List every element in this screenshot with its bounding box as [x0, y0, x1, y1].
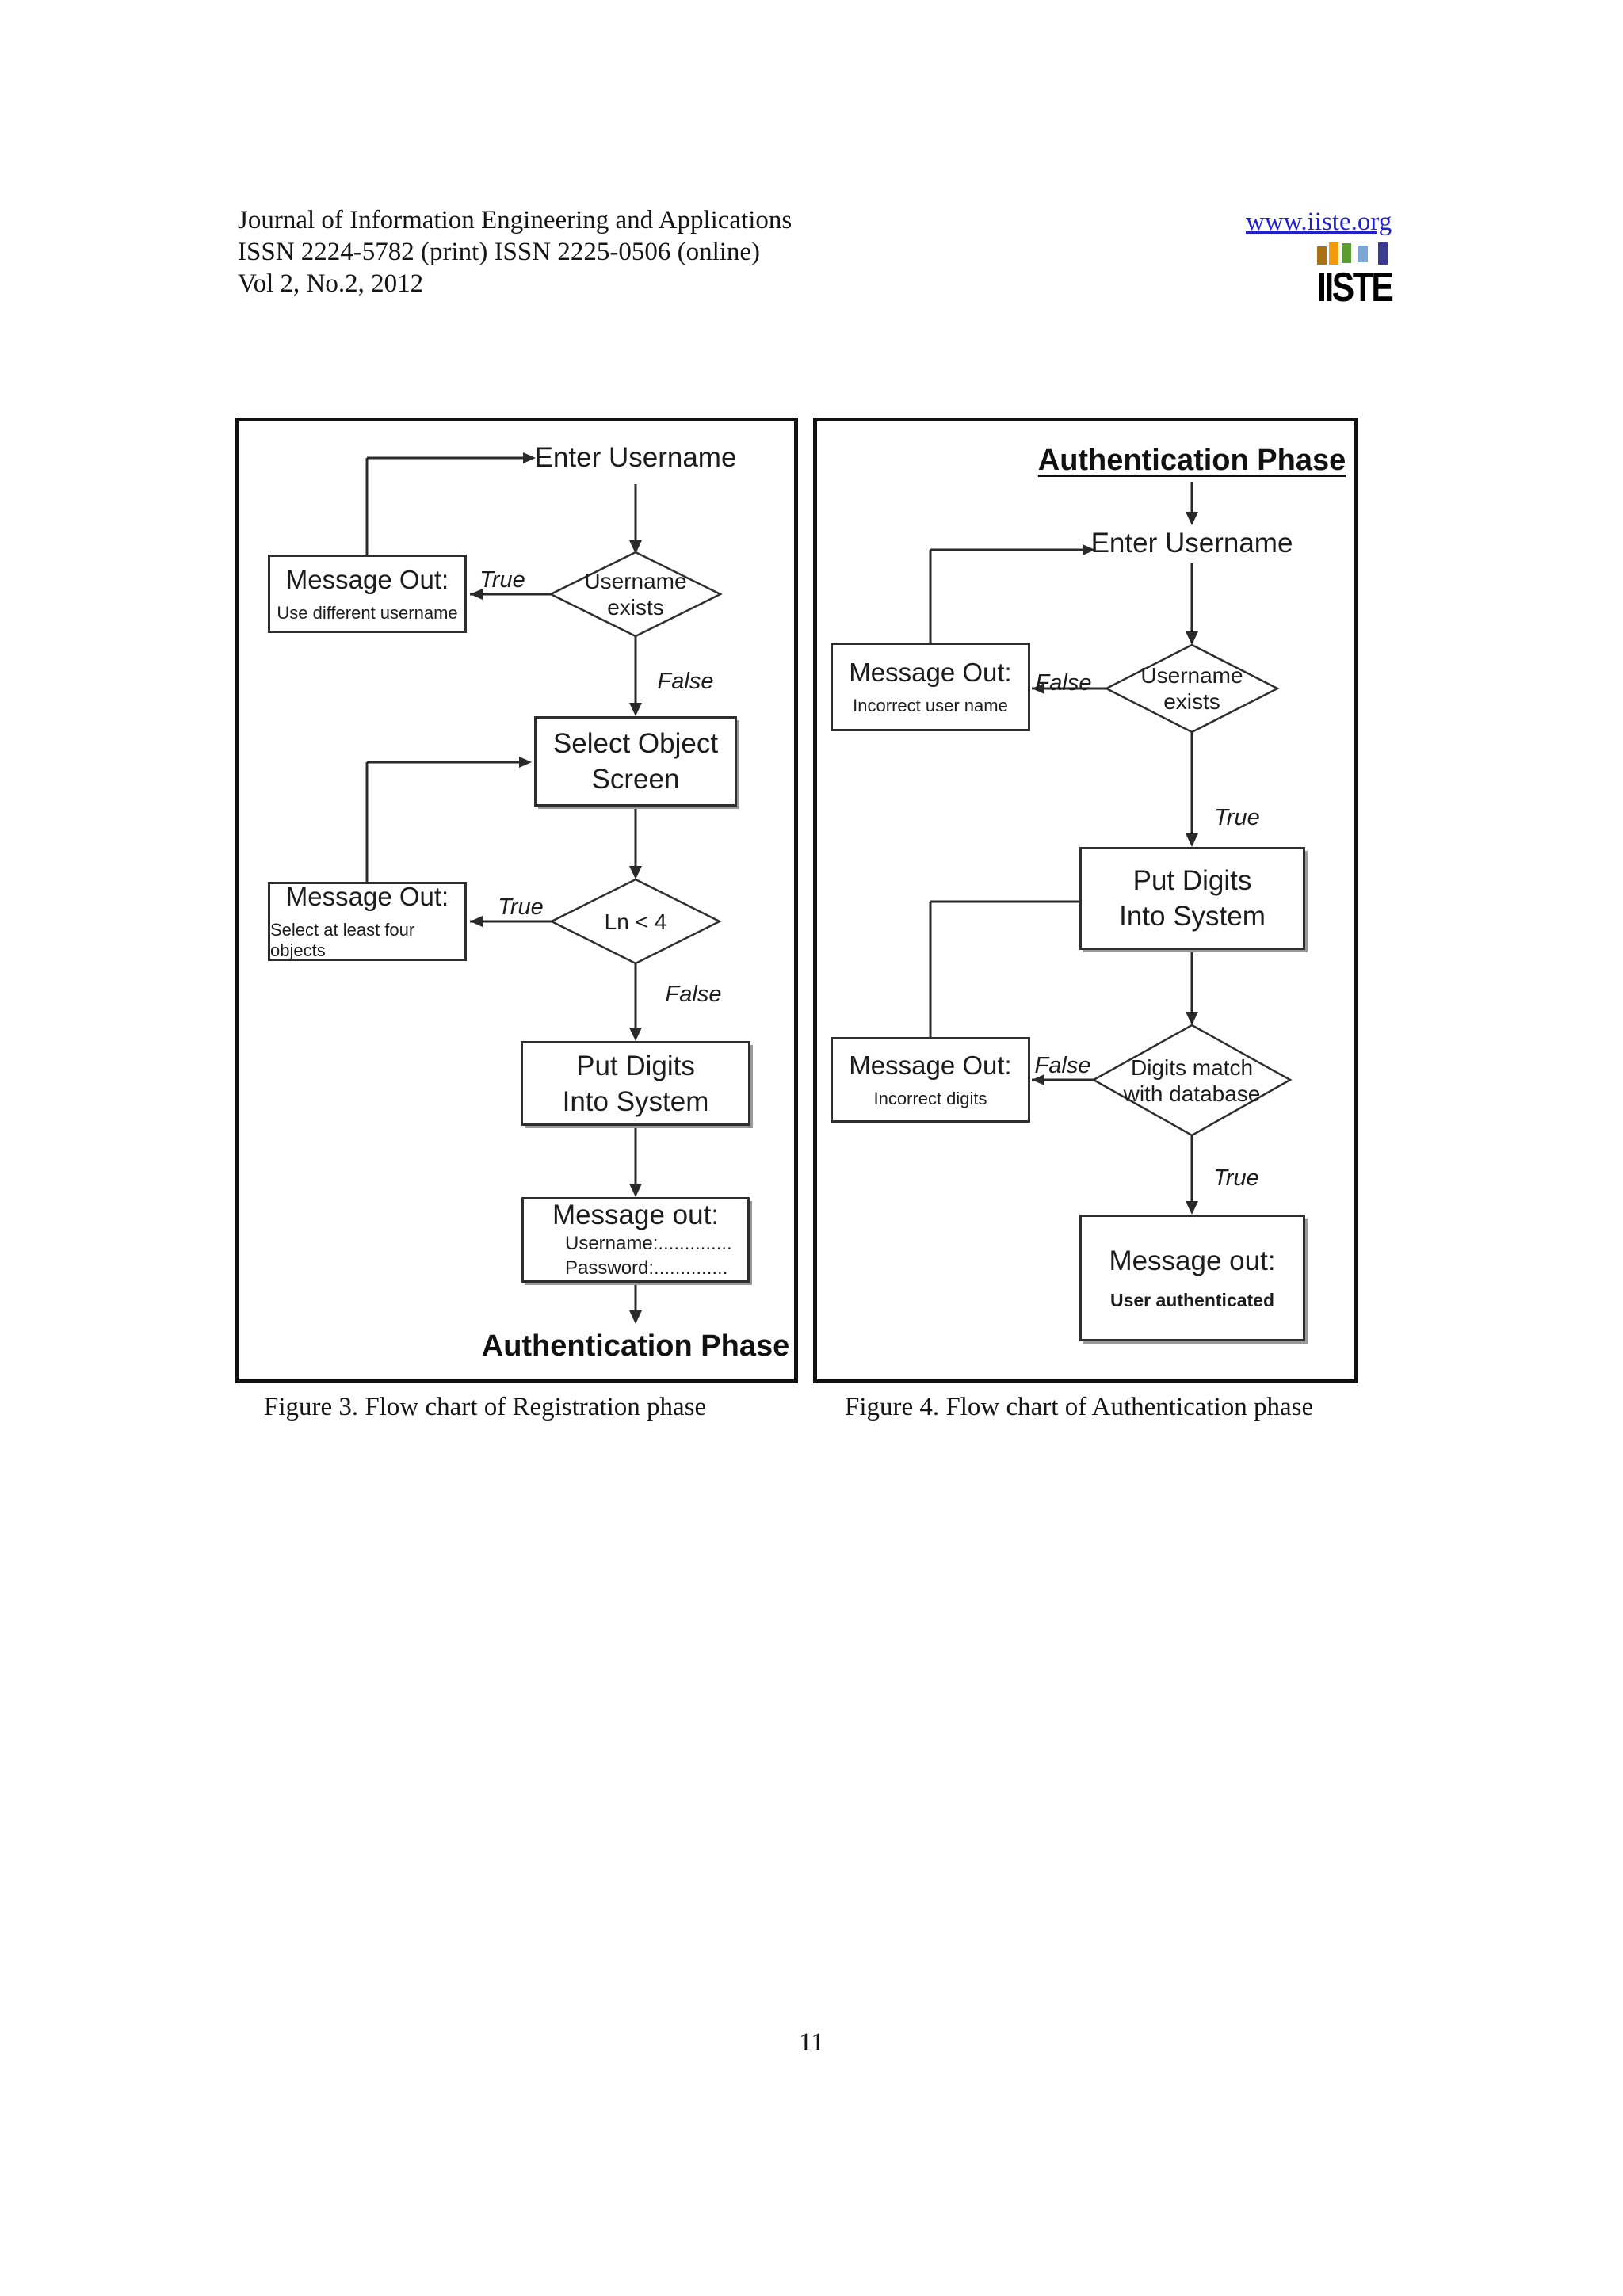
- f4-message-out-authenticated-box: Message out: User authenticated: [1079, 1215, 1305, 1341]
- iiste-logo-text: IISTE: [1317, 265, 1394, 311]
- journal-volume: Vol 2, No.2, 2012: [238, 269, 424, 298]
- f3-message-out-credentials-box: Message out: Username:.............. Pas…: [521, 1197, 750, 1283]
- f4-true2-label: True: [1213, 1165, 1259, 1191]
- iiste-logo-bars-icon: [1317, 240, 1412, 265]
- f3-false2-label: False: [665, 982, 722, 1007]
- figure3-caption: Figure 3. Flow chart of Registration pha…: [264, 1393, 707, 1421]
- f4-false2-label: False: [1034, 1053, 1091, 1078]
- f4-decision-digits-match: Digits match with database: [1123, 1055, 1261, 1106]
- figure4-connectors: [929, 482, 1293, 1215]
- f4-message-box-incorrect-digits: Message Out: Incorrect digits: [831, 1037, 1030, 1123]
- f3-true2-label: True: [498, 894, 544, 920]
- journal-header: Journal of Information Engineering and A…: [238, 204, 792, 299]
- iiste-logo: IISTE: [1317, 240, 1412, 311]
- figure3-connectors: [365, 452, 723, 1324]
- journal-title: Journal of Information Engineering and A…: [238, 206, 792, 235]
- f4-message-box-incorrect-username: Message Out: Incorrect user name: [831, 643, 1030, 731]
- f4-enter-username-label: Enter Username: [1090, 528, 1293, 559]
- figure3-flowchart-panel: Enter Username Username exists True Fals…: [235, 418, 798, 1383]
- f4-decision-username-exists: Username exists: [1140, 663, 1243, 714]
- f4-true1-label: True: [1214, 805, 1260, 830]
- f3-message-box-different-username: Message Out: Use different username: [268, 555, 467, 633]
- f4-authentication-phase-title: Authentication Phase: [1037, 444, 1346, 477]
- f3-decision-username-exists: Username exists: [584, 569, 687, 620]
- f3-enter-username-label: Enter Username: [534, 442, 737, 473]
- f3-authentication-phase-label: Authentication Phase: [481, 1329, 790, 1363]
- f3-decision-ln-less-4: Ln < 4: [604, 909, 667, 934]
- f3-select-object-screen-box: Select Object Screen: [534, 716, 737, 807]
- f4-false1-label: False: [1035, 670, 1092, 696]
- journal-issn: ISSN 2224-5782 (print) ISSN 2225-0506 (o…: [238, 238, 761, 266]
- f3-message-box-four-objects: Message Out: Select at least four object…: [268, 882, 467, 961]
- f3-false1-label: False: [657, 669, 714, 694]
- f3-put-digits-box: Put Digits Into System: [521, 1041, 750, 1126]
- page-number: 11: [799, 2028, 824, 2057]
- f3-true1-label: True: [479, 567, 525, 593]
- f4-put-digits-box: Put Digits Into System: [1079, 847, 1305, 950]
- figure4-caption: Figure 4. Flow chart of Authentication p…: [845, 1393, 1314, 1421]
- figure4-flowchart-panel: Authentication Phase Enter Username User…: [813, 418, 1358, 1383]
- website-link[interactable]: www.iiste.org: [1246, 208, 1392, 236]
